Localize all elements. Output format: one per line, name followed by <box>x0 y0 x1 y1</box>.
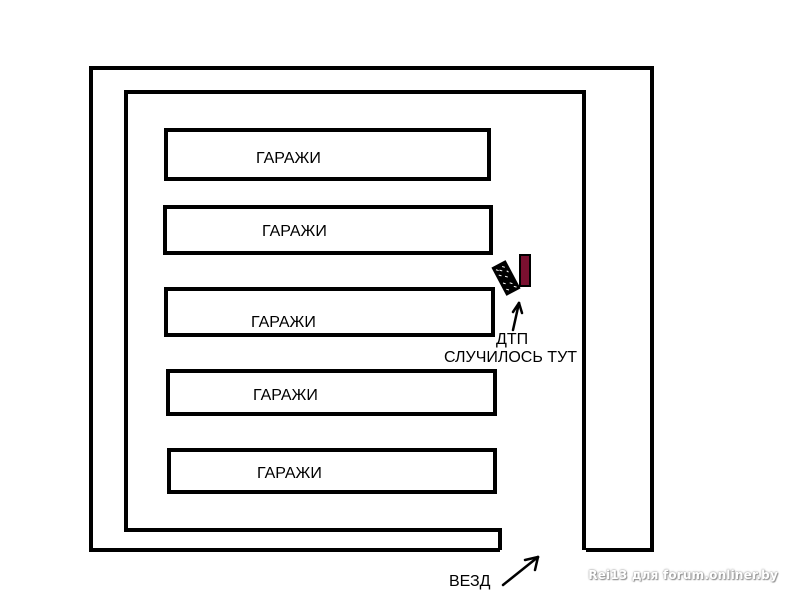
garage-row-3: ГАРАЖИ <box>164 287 495 337</box>
accident-arrow <box>511 301 524 332</box>
accident-caption-line1: ДТП <box>496 331 528 348</box>
garage-row-1: ГАРАЖИ <box>164 128 491 181</box>
accident-cars <box>491 254 531 296</box>
inner-wall-outline <box>124 90 586 550</box>
garage-block <box>164 128 491 181</box>
garage-row-4: ГАРАЖИ <box>166 369 497 416</box>
watermark: Rei13 для forum.onliner.by <box>588 568 778 582</box>
garage-block <box>163 205 493 255</box>
garage-label: ГАРАЖИ <box>262 223 327 240</box>
entry-label: ВЕЗД <box>449 573 491 590</box>
outer-wall-outline <box>89 66 654 552</box>
garage-label: ГАРАЖИ <box>256 150 321 167</box>
car-black <box>491 260 521 296</box>
garage-row-2: ГАРАЖИ <box>163 205 493 255</box>
garage-block <box>166 369 497 416</box>
garage-block <box>167 448 497 494</box>
garage-label: ГАРАЖИ <box>253 387 318 404</box>
garage-block <box>164 287 495 337</box>
garage-row-5: ГАРАЖИ <box>167 448 497 494</box>
garage-label: ГАРАЖИ <box>251 314 316 331</box>
car-red <box>519 254 531 287</box>
entry-arrow <box>501 555 540 587</box>
accident-caption-line2: СЛУЧИЛОСЬ ТУТ <box>444 349 577 366</box>
garage-label: ГАРАЖИ <box>257 465 322 482</box>
